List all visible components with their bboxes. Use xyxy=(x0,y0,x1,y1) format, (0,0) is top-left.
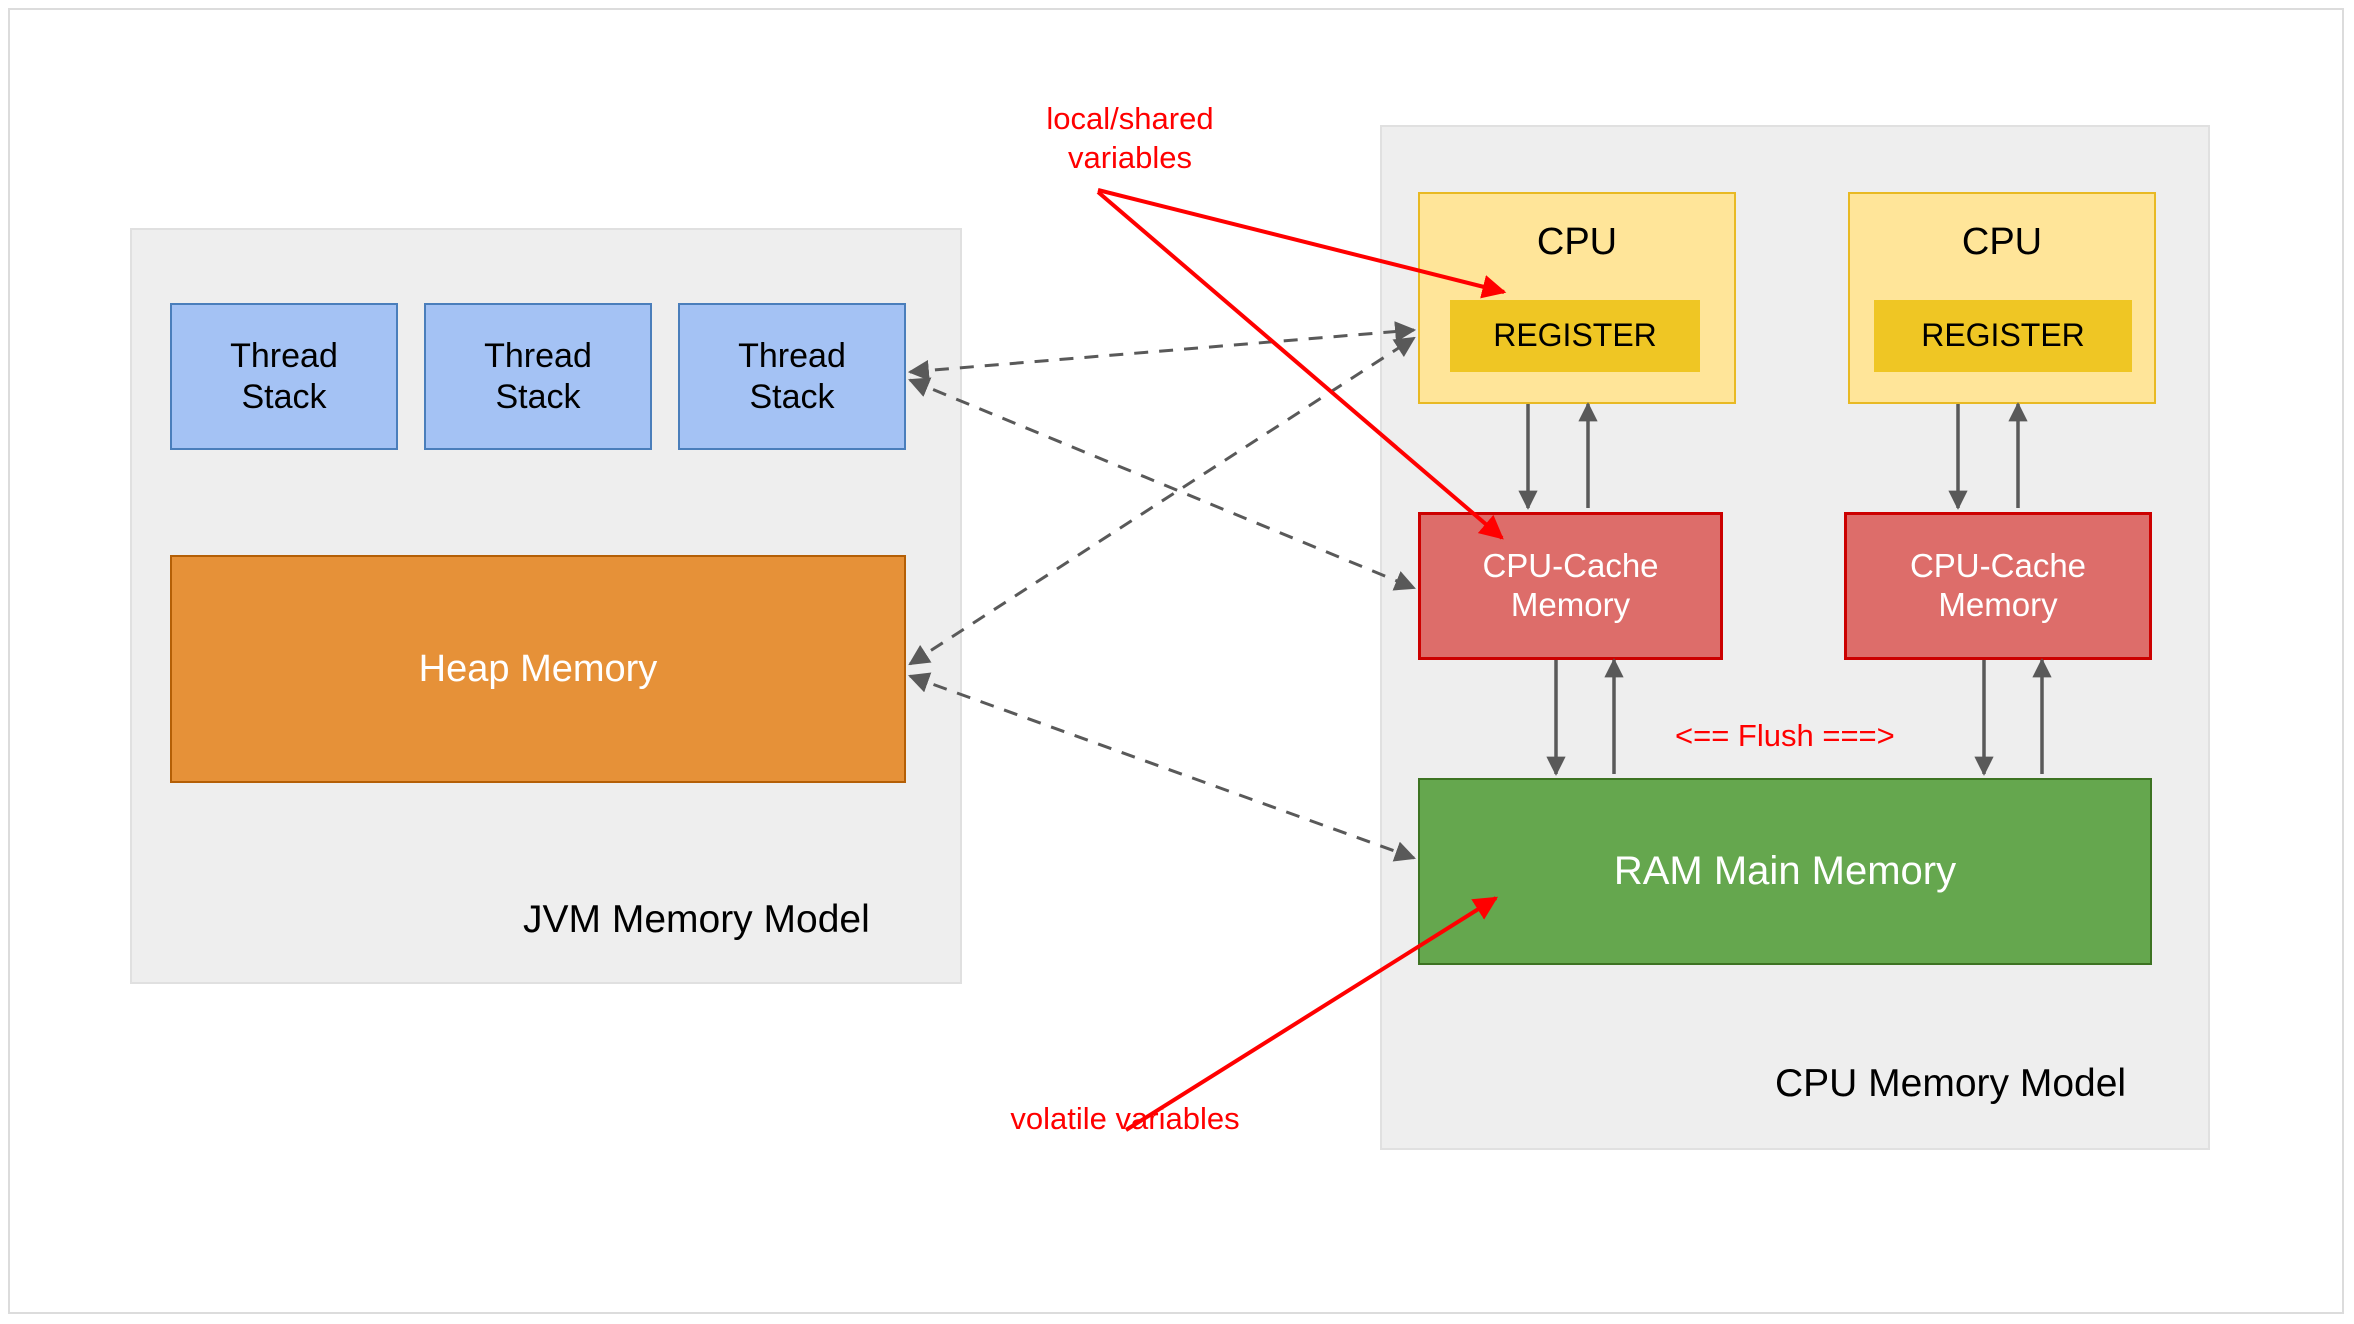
thread-stack-box-1[interactable]: Thread Stack xyxy=(170,303,398,450)
jvm-panel-label: JVM Memory Model xyxy=(523,898,870,941)
register-box-1[interactable]: REGISTER xyxy=(1450,300,1700,372)
thread-stack-box-3[interactable]: Thread Stack xyxy=(678,303,906,450)
register-box-2[interactable]: REGISTER xyxy=(1874,300,2132,372)
cpu-box-2[interactable]: CPU xyxy=(1848,192,2156,404)
cpu-panel-label: CPU Memory Model xyxy=(1775,1062,2127,1105)
cpu-cache-memory-box-1[interactable]: CPU-Cache Memory xyxy=(1418,512,1723,660)
thread-stack-box-2[interactable]: Thread Stack xyxy=(424,303,652,450)
ram-main-memory-box[interactable]: RAM Main Memory xyxy=(1418,778,2152,965)
volatile-variables-annotation: volatile variables xyxy=(1010,1101,1240,1136)
cpu-box-1[interactable]: CPU xyxy=(1418,192,1736,404)
cpu-cache-memory-box-2[interactable]: CPU-Cache Memory xyxy=(1844,512,2152,660)
flush-label: <== Flush ===> xyxy=(1675,718,1895,753)
canvas-border xyxy=(8,8,2344,1314)
heap-memory-box[interactable]: Heap Memory xyxy=(170,555,906,783)
local-shared-variables-annotation: local/shared variables xyxy=(1046,101,1214,175)
